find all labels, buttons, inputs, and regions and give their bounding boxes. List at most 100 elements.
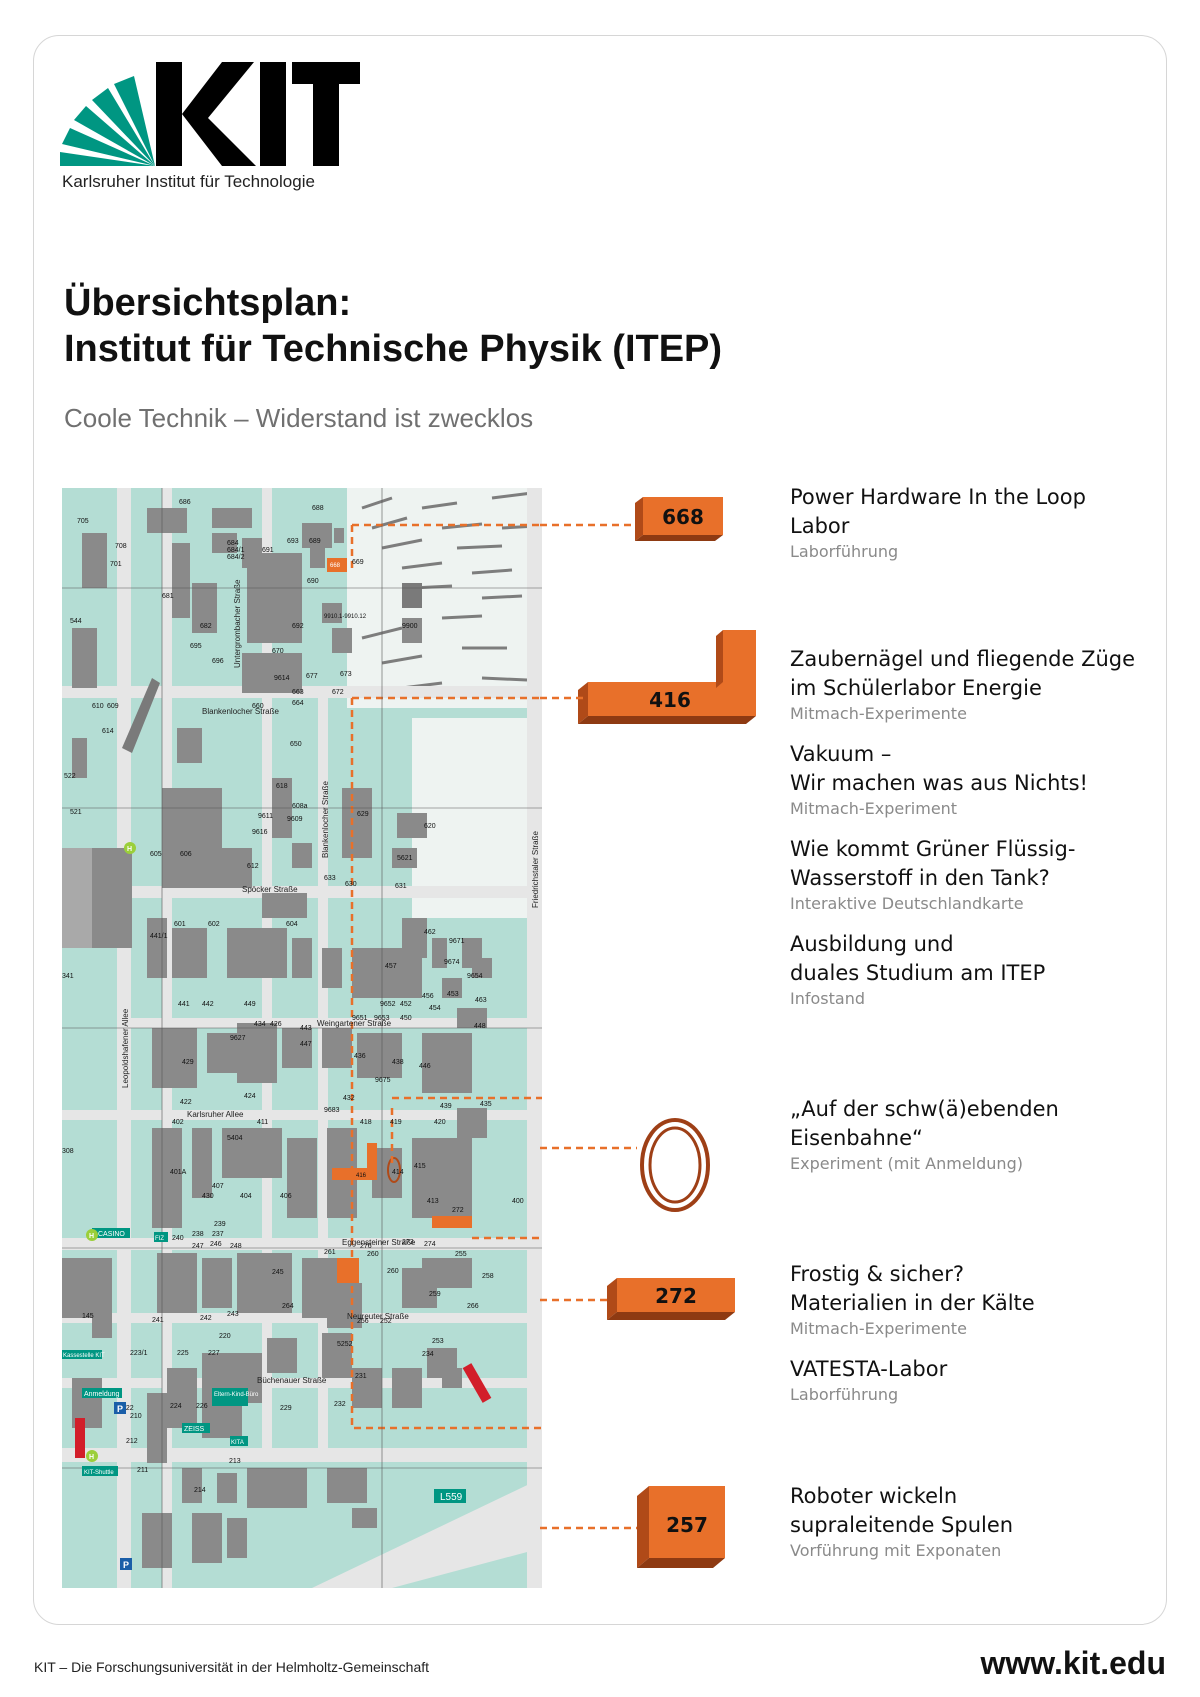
poster-frame (33, 35, 1167, 1625)
building-number: 213 (229, 1458, 241, 1465)
building-number: 9651 (352, 1015, 368, 1022)
entry-title: Power Hardware In the Loop (790, 485, 1086, 509)
building-number: 670 (272, 648, 284, 655)
entry-title: Vakuum – (790, 742, 892, 766)
building-number: 682 (200, 623, 212, 630)
building-number: 5404 (227, 1135, 243, 1142)
street-label: Untergrombacher Straße (233, 579, 242, 668)
building-number: 9910.1-9910.12 (324, 614, 367, 620)
entry-title: im Schülerlabor Energie (790, 676, 1042, 700)
marker-label: 272 (655, 1284, 697, 1308)
building-number: 225 (177, 1350, 189, 1357)
itep-buildings (327, 558, 472, 1283)
connector-lines (540, 523, 637, 1530)
entry-subtitle: Mitmach-Experiment (790, 799, 958, 818)
street-label: Weingartener Straße (317, 1019, 392, 1028)
entry-title: Wir machen was aus Nichts! (790, 771, 1088, 795)
building-number: 9614 (274, 675, 290, 682)
building-number: 419 (390, 1119, 402, 1126)
building-number: 693 (287, 538, 299, 545)
building-number: 609 (107, 703, 119, 710)
entry-title: Wasserstoff in den Tank? (790, 866, 1050, 890)
street-label: Eggensteiner Straße (342, 1238, 416, 1247)
street-label: Büchenauer Straße (257, 1376, 327, 1385)
building-number: 462 (424, 929, 436, 936)
kita-label: KITA (231, 1440, 244, 1446)
building-number: 544 (70, 618, 82, 625)
street-label: Friedrichstaler Straße (531, 831, 540, 908)
building-number: 9627 (230, 1035, 246, 1042)
building-number: 234 (422, 1351, 434, 1358)
building-number: 9652 (380, 1001, 396, 1008)
building-number: 441/1 (150, 933, 168, 940)
building-number: 630 (345, 881, 357, 888)
building-number: 9683 (324, 1107, 340, 1114)
casino-badge (92, 1228, 130, 1238)
building-number: 411 (257, 1119, 268, 1126)
building-number: 664 (292, 700, 304, 707)
entry-zaubernaegel: Zaubernägel und fliegende Züge im Schüle… (790, 645, 1170, 725)
road (62, 1378, 542, 1388)
building-number: 242 (200, 1315, 212, 1322)
building-number: 240 (172, 1235, 184, 1242)
street-label: Blankenlocher Straße (202, 707, 279, 716)
website-link[interactable]: www.kit.edu (980, 1645, 1167, 1681)
building-number: 429 (182, 1059, 194, 1066)
parking-sign (120, 1558, 132, 1570)
building-number: 243 (227, 1311, 239, 1318)
page-title: Übersichtsplan: Institut für Technische … (64, 280, 722, 372)
building-number: 612 (247, 863, 259, 870)
building-number: 448 (474, 1023, 486, 1030)
parking-lines (361, 491, 538, 690)
stop-sign (86, 1450, 98, 1462)
building-number: 456 (422, 993, 434, 1000)
building-number: 436 (354, 1053, 366, 1060)
field-area (347, 488, 542, 708)
building-number: 273 (402, 1239, 414, 1246)
building-number: 259 (429, 1291, 441, 1298)
marker-label: 668 (662, 505, 704, 529)
building-number: 633 (324, 875, 336, 882)
building-number: 247 (192, 1243, 204, 1250)
entrance-sign (75, 1418, 85, 1458)
stop-sign (86, 1229, 98, 1241)
building-number: 688 (312, 505, 324, 512)
casino-label: CASINO (98, 1231, 125, 1238)
building-number: 601 (174, 921, 186, 928)
anmeldung-label: Anmeldung (84, 1391, 120, 1398)
footer-tagline: KIT – Die Forschungsuniversität in der H… (34, 1659, 430, 1675)
stop-label: H (89, 1233, 94, 1240)
building-number: 522 (64, 773, 76, 780)
building-number: 406 (280, 1193, 292, 1200)
building-number: 660 (252, 703, 264, 710)
entry-title: Wie kommt Grüner Flüssig- (790, 837, 1076, 861)
building-number: 420 (434, 1119, 446, 1126)
building-number: 614 (102, 728, 114, 735)
building-number: 672 (332, 689, 344, 696)
title-line-1: Übersichtsplan: (64, 282, 352, 324)
building-number: 606 (180, 851, 192, 858)
building-number: 245 (272, 1269, 284, 1276)
building-number: 210 (130, 1413, 142, 1420)
building-number: 220 (219, 1333, 231, 1340)
building-number: 248 (230, 1243, 242, 1250)
building-number: 400 (512, 1198, 524, 1205)
zeiss-label: ZEISS (184, 1426, 205, 1433)
stop-label: H (127, 846, 132, 853)
kasse-label: Kassestelle KIT (63, 1353, 105, 1359)
entry-title: „Auf der schw(ä)ebenden (790, 1097, 1059, 1121)
building-number: 253 (432, 1338, 444, 1345)
building-number: 404 (240, 1193, 252, 1200)
entry-subtitle: Infostand (790, 989, 865, 1008)
road (527, 488, 542, 1588)
building-number: 441 (178, 1001, 190, 1008)
building-number: 450 (400, 1015, 412, 1022)
entry-subtitle: Vorführung mit Exponaten (790, 1541, 1002, 1560)
building-number: 241 (152, 1317, 164, 1324)
street-label: Blankenlocher Straße (321, 781, 330, 858)
kasse-badge (62, 1350, 102, 1359)
entry-title: Frostig & sicher? (790, 1262, 964, 1286)
entry-subtitle: Laborführung (790, 542, 899, 561)
marker-668: 668 (635, 497, 723, 541)
entry-title: supraleitende Spulen (790, 1513, 1014, 1537)
